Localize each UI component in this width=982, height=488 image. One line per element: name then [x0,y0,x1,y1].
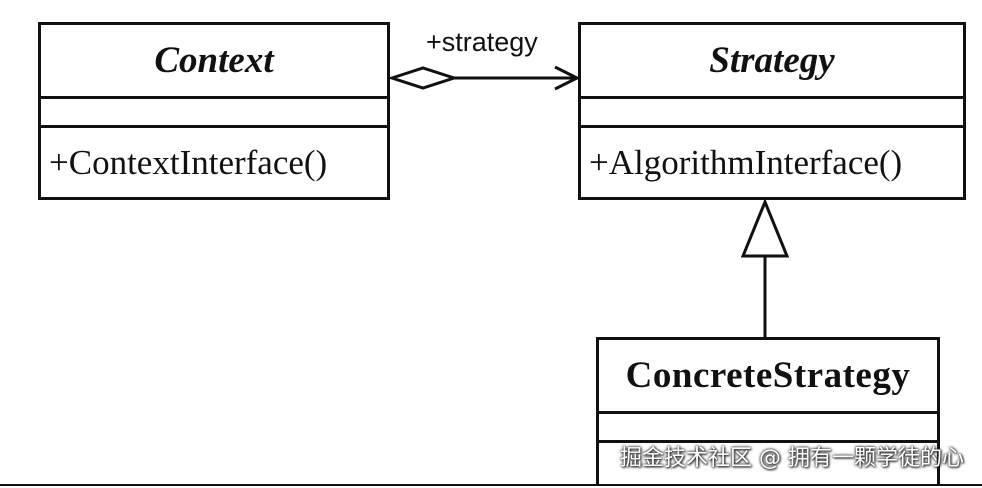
strategy-attributes-compartment [581,99,963,128]
generalization-connector [740,198,790,337]
bottom-divider [0,484,982,486]
navigation-arrowhead-icon [554,65,581,91]
aggregation-connector [387,65,581,91]
concrete-strategy-class: ConcreteStrategy [596,337,940,485]
context-operation: +ContextInterface() [49,142,328,182]
concrete-strategy-attributes-compartment [599,414,937,443]
strategy-operation: +AlgorithmInterface() [589,142,903,182]
concrete-strategy-class-name: ConcreteStrategy [599,340,937,414]
watermark-text: 掘金技术社区 @ 拥有一颗学徒的心 [620,446,964,471]
context-class: Context +ContextInterface() [38,22,390,200]
context-attributes-compartment [41,99,387,128]
association-role-label: +strategy [426,27,538,57]
context-class-name: Context [41,25,387,99]
strategy-class-name: Strategy [581,25,963,99]
generalization-triangle-icon [740,198,790,258]
strategy-class: Strategy +AlgorithmInterface() [578,22,966,200]
aggregation-diamond-icon [387,66,459,90]
